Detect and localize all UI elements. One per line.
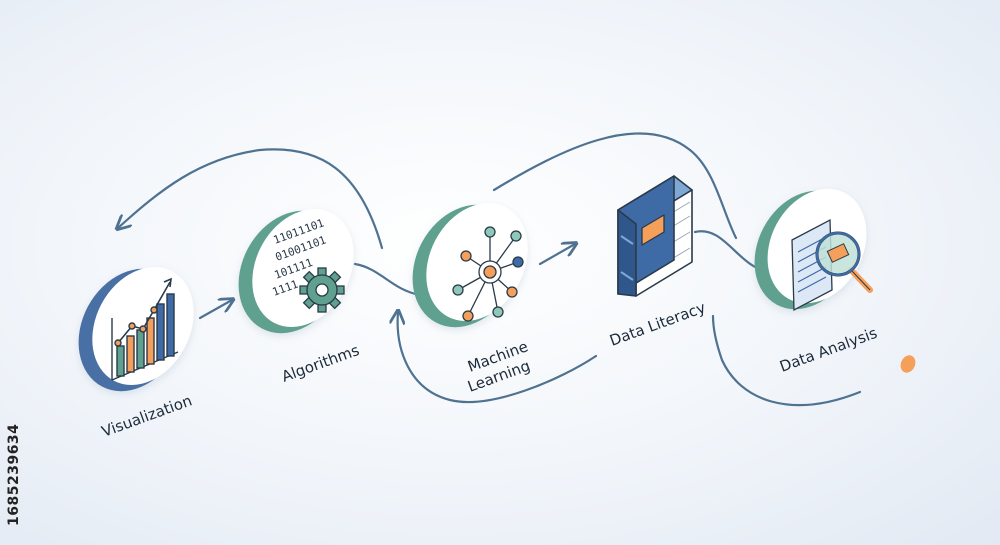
- bottom-return-arc: [711, 314, 862, 407]
- accent-dot: [900, 355, 916, 373]
- label-visualization: Visualization: [99, 391, 194, 440]
- flow-lines: [118, 132, 862, 407]
- gear-icon: [299, 267, 345, 313]
- top-arc-ml-to-analysis: [492, 132, 738, 240]
- return-arrow-to-ml: [398, 312, 598, 404]
- label-data-analysis: Data Analysis: [777, 324, 880, 376]
- magnifier-document-icon: [791, 218, 873, 312]
- node-machine-learning: [412, 202, 528, 328]
- bar-chart-icon: [111, 277, 179, 381]
- label-data-literacy: Data Literacy: [607, 298, 708, 349]
- book-icon: [617, 175, 693, 297]
- return-arrow-to-visualization: [118, 148, 384, 250]
- stock-image-id: 1685239634: [6, 423, 22, 526]
- connector-algorithms-to-ml: [353, 262, 422, 297]
- arrow-visualization-to-algorithms: [198, 300, 232, 320]
- label-algorithms: Algorithms: [279, 341, 362, 386]
- neural-network-icon: [452, 226, 524, 322]
- node-visualization: [78, 266, 194, 392]
- arrow-ml-to-literacy: [538, 244, 575, 266]
